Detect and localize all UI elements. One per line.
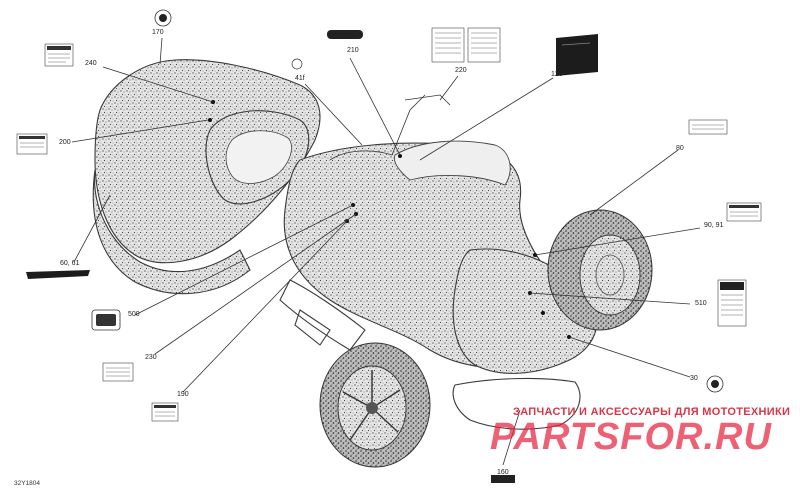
callout-160: 160 — [497, 469, 509, 476]
front-bumper — [452, 377, 581, 430]
model-badge-decal — [491, 475, 515, 483]
callout-220: 220 — [455, 67, 467, 74]
watermark: ЗАПЧАСТИ И АКСЕССУАРЫ ДЛЯ МОТОТЕХНИКИ PA… — [490, 406, 790, 458]
watermark-tagline: ЗАПЧАСТИ И АКСЕССУАРЫ ДЛЯ МОТОТЕХНИКИ — [513, 406, 790, 418]
callout-120: 120 — [551, 71, 563, 78]
brand-badge-decal — [327, 30, 363, 39]
callout-240: 240 — [85, 60, 97, 67]
black-side-decal — [556, 34, 598, 76]
vehicle-illustration — [92, 59, 653, 468]
tire-pressure-decal — [688, 119, 728, 135]
callout-90-91: 90, 91 — [704, 222, 724, 229]
callout-labels: 170 210 240 41f 220 120 200 80 90, 91 60… — [59, 29, 724, 476]
callout-500: 500 — [128, 311, 140, 318]
callout-80: 80 — [676, 145, 684, 152]
callout-41f: 41f — [295, 75, 305, 82]
diagram-reference: 32Y1804 — [14, 480, 40, 487]
callout-210: 210 — [347, 47, 359, 54]
leader-lines — [71, 37, 701, 466]
watermark-logo: PARTSFOR.RU — [490, 416, 772, 458]
saddlebag — [92, 169, 251, 295]
callout-60-61: 60, 61 — [60, 260, 80, 267]
callout-30: 30 — [690, 375, 698, 382]
decal-thumbnails — [16, 9, 762, 483]
callout-230: 230 — [145, 354, 157, 361]
stripe-decal — [26, 270, 90, 279]
callout-170: 170 — [152, 29, 164, 36]
callout-510: 510 — [695, 300, 707, 307]
instruction-decal-1 — [431, 27, 465, 63]
instruction-decal-2 — [467, 27, 501, 63]
callout-190: 190 — [177, 391, 189, 398]
callout-200: 200 — [59, 139, 71, 146]
